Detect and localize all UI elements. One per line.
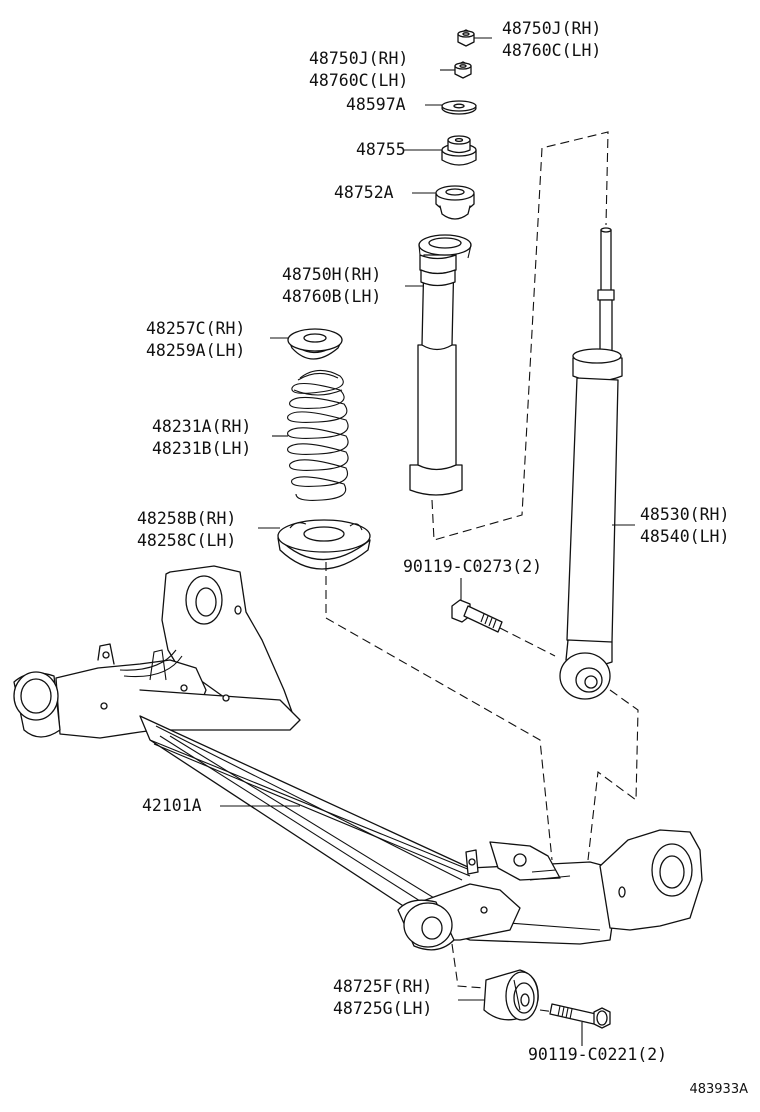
reference-code: 483933A	[689, 1082, 748, 1097]
axle-bushing-illustration	[483, 969, 539, 1021]
axle-bolt-illustration	[549, 1003, 611, 1029]
label-48750J-second: 48750J(RH) 48760C(LH)	[309, 49, 409, 90]
label-48752A: 48752A	[334, 183, 394, 202]
shock-absorber-illustration	[559, 227, 623, 700]
upper-bushing-illustration	[441, 135, 477, 166]
lower-spring-seat-illustration	[277, 519, 371, 570]
label-90119-C0273: 90119-C0273(2)	[403, 557, 543, 576]
dust-boot-illustration	[409, 234, 472, 496]
label-48530: 48530(RH) 48540(LH)	[640, 505, 730, 546]
nut-top-illustration	[457, 29, 475, 47]
axle-beam-illustration	[13, 565, 703, 951]
label-48258B: 48258B(RH) 48258C(LH)	[137, 509, 237, 550]
label-48231A: 48231A(RH) 48231B(LH)	[152, 417, 252, 458]
label-48755: 48755	[356, 140, 406, 159]
upper-spring-seat-illustration	[287, 328, 343, 360]
washer-illustration	[441, 100, 477, 115]
label-42101A: 42101A	[142, 796, 202, 815]
label-48725F: 48725F(RH) 48725G(LH)	[333, 977, 433, 1018]
coil-spring-illustration	[287, 369, 349, 501]
lower-bushing-illustration	[435, 185, 475, 220]
nut-second-illustration	[454, 61, 472, 79]
label-90119-C0221: 90119-C0221(2)	[528, 1045, 668, 1064]
label-48257C: 48257C(RH) 48259A(LH)	[146, 319, 246, 360]
label-48750J-top: 48750J(RH) 48760C(LH)	[502, 19, 602, 60]
label-48750H: 48750H(RH) 48760B(LH)	[282, 265, 382, 306]
label-48597A: 48597A	[346, 95, 406, 114]
shock-bolt-illustration	[451, 599, 503, 633]
